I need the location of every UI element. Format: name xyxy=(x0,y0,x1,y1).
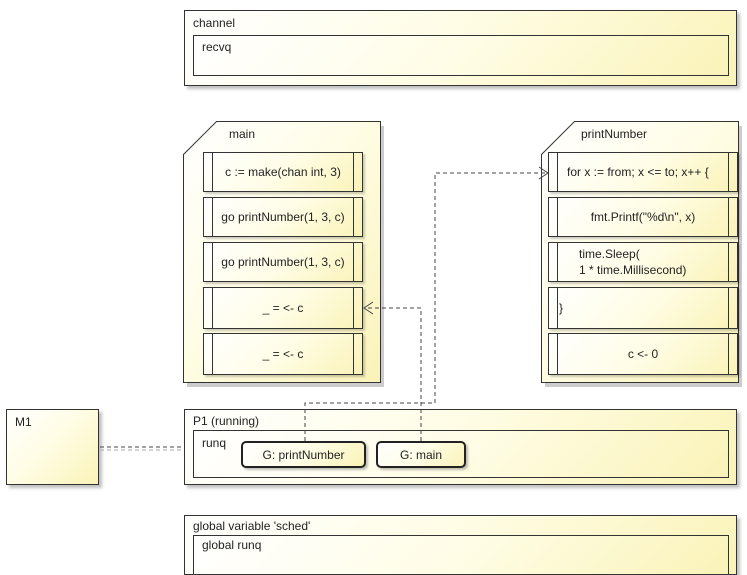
p1-title: P1 (running) xyxy=(193,414,260,428)
global-runq-label: global runq xyxy=(202,538,262,552)
main-title: main xyxy=(229,127,256,141)
printnumber-title: printNumber xyxy=(581,127,648,141)
sched-title: global variable 'sched' xyxy=(193,519,311,533)
pn-stmt-for-loop: for x := from; x <= to; x++ { xyxy=(548,152,738,192)
main-stmt-receive-2: _ = <- c xyxy=(203,333,363,375)
recvq-label: recvq xyxy=(202,40,232,54)
global-runq-box: global runq xyxy=(193,535,729,575)
goroutine-main: G: main xyxy=(376,441,466,468)
main-stmt-receive-1: _ = <- c xyxy=(203,287,363,329)
main-stmt-make-chan: c := make(chan int, 3) xyxy=(203,152,363,192)
m1-title: M1 xyxy=(15,415,32,429)
pn-stmt-sleep: time.Sleep( 1 * time.Millisecond) xyxy=(548,242,738,282)
sched-box: global variable 'sched' global runq xyxy=(184,515,737,575)
pn-stmt-send: c <- 0 xyxy=(548,333,738,375)
channel-box: channel recvq xyxy=(184,10,737,86)
recvq-box: recvq xyxy=(193,35,729,76)
runq-label: runq xyxy=(202,436,227,450)
pn-stmt-printf: fmt.Printf("%d\n", x) xyxy=(548,197,738,237)
channel-title: channel xyxy=(193,16,236,30)
main-stmt-go-printnumber-2: go printNumber(1, 3, c) xyxy=(203,242,363,282)
main-stmt-go-printnumber-1: go printNumber(1, 3, c) xyxy=(203,197,363,237)
pn-stmt-close-brace: } xyxy=(548,287,738,329)
m1-box: M1 xyxy=(6,409,99,485)
goroutine-printnumber: G: printNumber xyxy=(241,441,366,468)
